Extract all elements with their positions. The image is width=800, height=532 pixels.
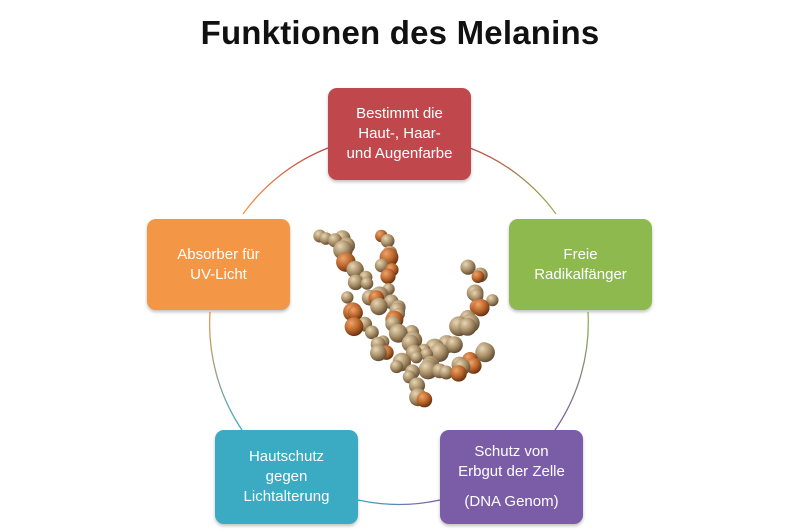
molecule-atom [388, 323, 408, 343]
node-line: Erbgut der Zelle [458, 463, 565, 480]
node-line: (DNA Genom) [464, 493, 559, 510]
connector-bottom [357, 499, 441, 506]
molecule-atom [410, 351, 423, 364]
node-hautfarbe: Bestimmt die Haut-, Haar- und Augenfarbe [328, 88, 471, 180]
connector-bottomleft-left [208, 311, 243, 431]
molecule-atom [471, 270, 485, 283]
connector-left-top [242, 147, 329, 215]
molecule-atom [346, 260, 364, 279]
node-erbgut-schutz: Schutz von Erbgut der Zelle (DNA Genom) [440, 430, 583, 524]
melanin-molecule-icon [313, 229, 499, 408]
node-radikalfaenger: Freie Radikalfänger [509, 219, 652, 310]
molecule-atom [475, 342, 495, 363]
node-line: Radikalfänger [534, 265, 627, 283]
molecule-atom [341, 291, 354, 304]
node-line: gegen [265, 468, 308, 485]
molecule-atom [380, 234, 395, 248]
node-line: Freie [563, 245, 598, 263]
molecule-atom [390, 360, 404, 374]
node-line: Hautschutz [248, 448, 325, 465]
connector-top-right [469, 147, 557, 215]
connector-right-bottomright [554, 311, 589, 431]
molecule-atom [347, 274, 364, 291]
molecule-atom [370, 344, 387, 362]
molecule-atom [416, 391, 433, 408]
molecule-atom [380, 268, 396, 284]
node-hautschutz: Hautschutz gegen Lichtalterung [215, 430, 358, 524]
molecule-atom [418, 360, 438, 380]
page-title: Funktionen des Melanins [200, 14, 600, 51]
node-line: Schutz von [474, 443, 549, 460]
molecule-atom [370, 297, 388, 316]
molecule-atom [439, 365, 454, 380]
molecule-atom [347, 305, 363, 321]
molecule-atom [374, 258, 389, 273]
node-line: Haut-, Haar- [358, 125, 441, 142]
molecule-atom [445, 336, 463, 354]
molecule-atom [450, 365, 467, 382]
molecule-atom [365, 325, 379, 340]
molecule-atom [472, 299, 490, 317]
node-uv-absorber: Absorber für UV-Licht [147, 219, 290, 310]
node-line: Bestimmt die [356, 105, 443, 122]
node-line: und Augenfarbe [346, 145, 453, 162]
molecule-atom [486, 294, 499, 307]
node-line: Absorber für [177, 245, 260, 263]
molecule-atom [458, 317, 477, 336]
molecule-atom [460, 259, 476, 275]
node-line: Lichtalterung [243, 488, 330, 505]
node-line: UV-Licht [190, 265, 247, 283]
molecule-atom [344, 317, 364, 337]
molecule-atom [360, 277, 374, 290]
